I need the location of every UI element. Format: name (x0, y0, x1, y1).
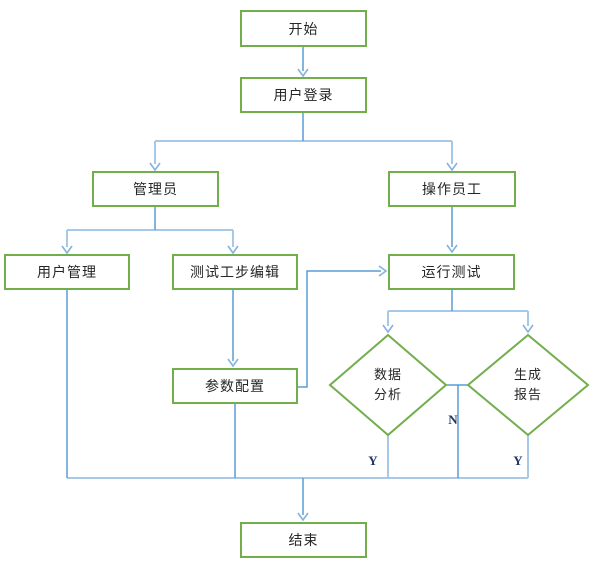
node-run-test-label: 运行测试 (421, 264, 482, 280)
diamonds (328, 333, 590, 437)
arrowhead-into-login (297, 68, 309, 78)
arrowhead-into-operator (446, 162, 458, 172)
arrowhead-into-usermgmt (61, 245, 73, 255)
node-user-mgmt: 用户管理 (4, 254, 130, 290)
arrowhead-into-analysis (382, 324, 394, 334)
arrowhead-into-report (522, 324, 534, 334)
node-operator: 操作员工 (388, 171, 516, 207)
node-data-analysis-shape (328, 333, 448, 437)
node-admin: 管理员 (92, 171, 219, 207)
arrowhead-into-runtest-left (378, 265, 388, 277)
node-step-edit: 测试工步编辑 (172, 254, 298, 290)
node-run-test: 运行测试 (388, 254, 515, 290)
edge-label-yes-right: Y (513, 453, 523, 468)
arrowhead-into-runtest-top (446, 244, 458, 254)
arrowheads (61, 68, 534, 522)
node-login-label: 用户登录 (273, 87, 334, 103)
node-start-label: 开始 (288, 20, 319, 37)
node-login: 用户登录 (240, 77, 367, 113)
node-user-mgmt-label: 用户管理 (37, 264, 97, 280)
node-operator-label: 操作员工 (422, 181, 482, 197)
arrowhead-into-param (227, 358, 239, 368)
node-start: 开始 (240, 10, 367, 47)
edge-label-yes-left: Y (368, 453, 378, 468)
node-step-edit-label: 测试工步编辑 (190, 264, 280, 280)
node-gen-report-shape (466, 333, 590, 437)
arrowhead-into-admin (149, 162, 161, 172)
node-admin-label: 管理员 (133, 181, 178, 197)
node-end-label: 结束 (288, 532, 319, 548)
connector-param-runtest-feedback (298, 270, 381, 388)
node-end: 结束 (240, 522, 367, 558)
arrowhead-into-end (297, 512, 309, 522)
edge-label-no: N (448, 412, 458, 427)
node-param-config: 参数配置 (172, 368, 298, 404)
node-param-config-label: 参数配置 (205, 378, 265, 394)
connector-lines (66, 47, 468, 515)
arrowhead-into-stepedit (227, 245, 239, 255)
